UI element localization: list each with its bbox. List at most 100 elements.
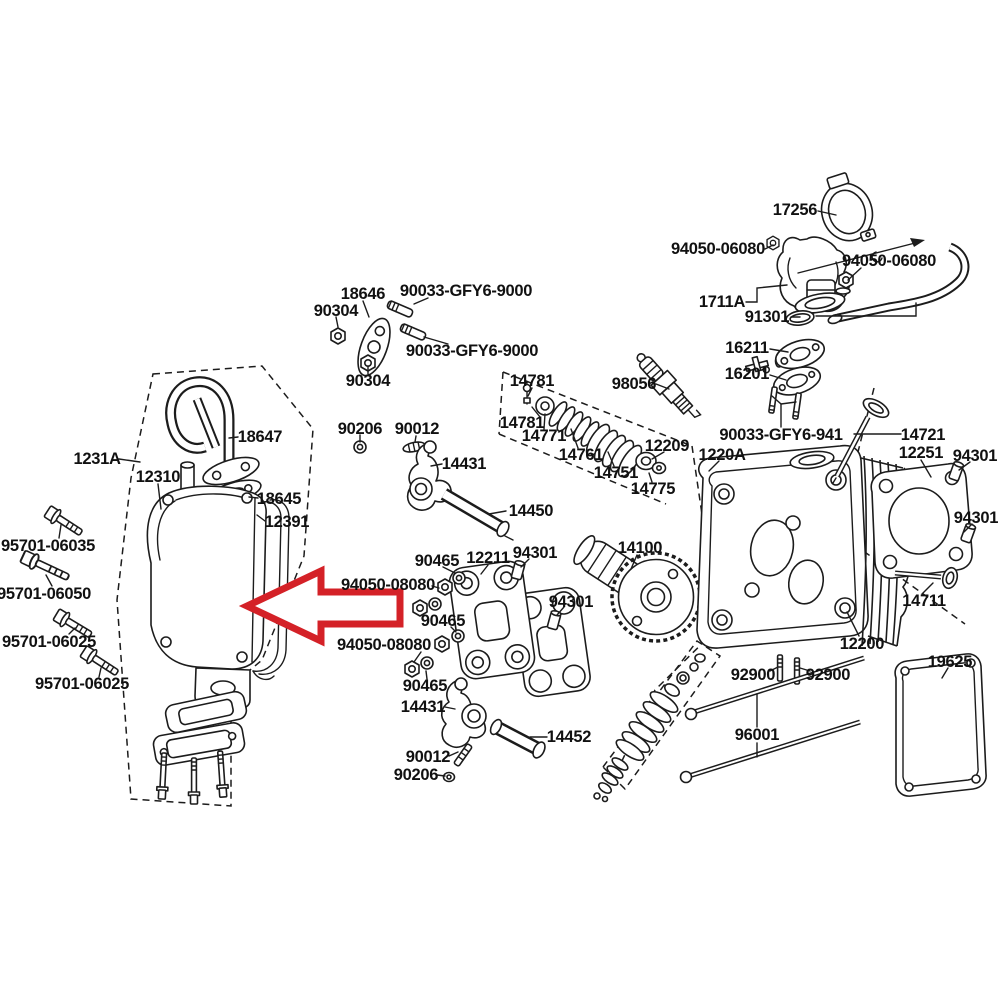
part-label-94050-08080-43: 94050-08080 — [337, 636, 431, 654]
leader-line — [520, 558, 530, 568]
part-label-90304-21: 90304 — [314, 302, 360, 320]
leader-line — [58, 524, 62, 539]
part-label-1231A-49: 1231A — [73, 450, 121, 468]
part-label-14431-45: 14431 — [401, 698, 446, 716]
part-label-14711-13: 14711 — [902, 592, 946, 610]
leader-line — [708, 460, 720, 472]
breather-pipe-drawing — [165, 376, 260, 486]
leader-line — [745, 284, 788, 303]
leader-line — [769, 374, 787, 381]
leader-line — [444, 706, 456, 710]
part-label-92900-16: 92900 — [731, 666, 776, 684]
rear-cover-gasket-drawing — [894, 653, 987, 797]
leader-line — [413, 297, 429, 305]
leader-line — [648, 472, 653, 483]
part-label-94301-39: 94301 — [513, 544, 558, 562]
leader-line — [413, 651, 422, 663]
part-label-14775-34: 14775 — [631, 480, 676, 498]
leader-line — [480, 564, 489, 575]
part-label-14781-28: 14781 — [510, 372, 555, 390]
camshaft-drawing — [573, 535, 702, 643]
leader-line — [98, 667, 102, 678]
long-studs-drawing — [679, 655, 865, 784]
oil-pipe-plate-drawing — [357, 317, 391, 377]
rocker-upper-group — [353, 440, 514, 541]
part-label-94301-11: 94301 — [953, 447, 998, 465]
part-label-94050-06080-2: 94050-06080 — [842, 252, 936, 270]
part-label-12211-38: 12211 — [466, 549, 510, 567]
leader-line — [425, 670, 428, 680]
leader-line — [488, 510, 507, 515]
leader-line — [118, 458, 141, 463]
leader-lines-layer — [45, 210, 973, 777]
part-label-90033-GFY6-941-8: 90033-GFY6-941 — [719, 426, 842, 444]
leader-line — [607, 451, 615, 467]
part-label-1711A-3: 1711A — [699, 293, 746, 311]
part-label-12251-10: 12251 — [899, 444, 944, 462]
cylinder-head-drawing — [696, 444, 910, 649]
leader-line — [414, 435, 417, 443]
part-label-18647-51: 18647 — [238, 428, 283, 446]
part-label-12200-14: 12200 — [840, 635, 885, 653]
leader-line — [780, 401, 797, 405]
part-label-14721-9: 14721 — [901, 426, 946, 444]
leader-line — [531, 406, 541, 418]
leader-line — [450, 626, 457, 633]
leader-line — [423, 336, 449, 345]
part-label-90206-24: 90206 — [338, 420, 383, 438]
part-label-14781-29: 14781 — [500, 414, 545, 432]
part-label-94301-42: 94301 — [549, 593, 594, 611]
leader-line — [228, 436, 239, 439]
group-outline-springs-bottom — [498, 433, 667, 505]
part-label-90206-48: 90206 — [394, 766, 439, 784]
part-label-90033-GFY6-9000-20: 90033-GFY6-9000 — [400, 282, 532, 300]
leader-line — [963, 523, 973, 533]
part-label-92900-17: 92900 — [806, 666, 851, 684]
group-outline-valves — [850, 387, 966, 625]
part-label-96001-18: 96001 — [735, 726, 780, 744]
leader-line — [817, 210, 837, 216]
part-label-12209-33: 12209 — [645, 437, 690, 455]
rocker-holder-drawing — [448, 560, 591, 698]
valve-springs-drawing — [522, 383, 667, 478]
leader-line — [448, 751, 459, 757]
rocker-shaft-upper-drawing — [440, 488, 514, 541]
part-label-1220A-35: 1220A — [698, 446, 746, 464]
leader-line — [45, 574, 53, 587]
leader-line — [570, 428, 579, 449]
part-label-18645-52: 18645 — [257, 490, 302, 508]
leader-line — [651, 451, 665, 460]
part-label-94050-08080-40: 94050-08080 — [341, 576, 435, 594]
part-label-94050-06080-1: 94050-06080 — [671, 240, 765, 258]
manifold-oring — [785, 309, 815, 327]
part-label-94301-12: 94301 — [954, 509, 999, 527]
leader-line — [655, 383, 670, 390]
leader-line — [527, 387, 533, 397]
leader-line — [769, 666, 779, 672]
oil-stud-icon — [385, 299, 415, 319]
part-label-14771-30: 14771 — [522, 427, 567, 445]
leader-line — [543, 413, 546, 430]
part-labels-layer: 1725694050-0608094050-060801711A91301162… — [0, 201, 999, 784]
part-label-19625-15: 19625 — [928, 653, 973, 671]
part-label-91301-4: 91301 — [745, 308, 790, 326]
leader-line — [920, 459, 932, 478]
spark-plug-drawing — [636, 353, 702, 418]
group-outline-springs-top — [502, 371, 693, 447]
leader-line — [769, 348, 789, 353]
leader-line — [847, 267, 862, 281]
oil-nut-icon — [330, 327, 346, 345]
part-label-14761-31: 14761 — [559, 446, 604, 464]
part-label-90033-GFY6-9000-22: 90033-GFY6-9000 — [406, 342, 538, 360]
leader-line — [556, 606, 565, 616]
rocker-lower-group — [440, 677, 546, 783]
spring-band-drawing — [593, 653, 706, 803]
part-label-90304-23: 90304 — [346, 372, 392, 390]
part-label-16201-6: 16201 — [725, 365, 770, 383]
leader-line — [630, 554, 638, 570]
part-label-16211-5: 16211 — [725, 339, 769, 357]
leader-line — [256, 514, 266, 522]
part-label-95701-06035-54: 95701-06035 — [1, 537, 95, 555]
